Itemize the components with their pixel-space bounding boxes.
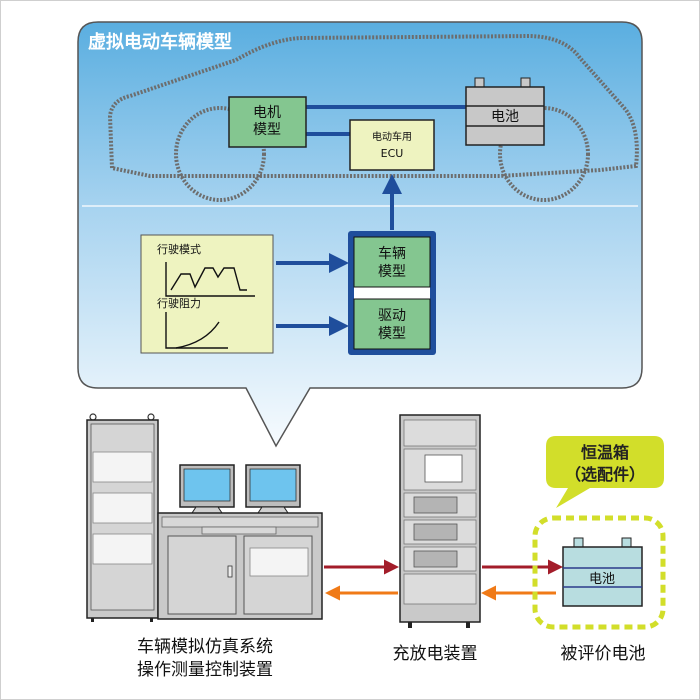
test-battery: 电池 <box>562 537 643 607</box>
monitor-right <box>245 464 301 514</box>
driving-input-block: 行驶模式 行驶阻力 <box>140 234 274 354</box>
driving-resistance-curve <box>175 321 220 349</box>
car-outline <box>107 33 639 202</box>
chamber-title: 恒温箱 <box>581 443 629 462</box>
rear-wheel <box>498 106 590 202</box>
virtual-battery-label: 电池 <box>491 109 519 125</box>
motor-model-block: 电机 模型 <box>228 96 307 148</box>
charger-rack <box>399 414 481 628</box>
panel-title: 虚拟电动车辆模型 <box>88 31 232 53</box>
driving-pattern-axes <box>165 262 255 297</box>
driving-resistance-label: 行驶阻力 <box>157 296 201 310</box>
vehicle-model-line1: 车辆 <box>378 245 406 262</box>
ecu-line2: ECU <box>381 147 404 160</box>
vehicle-model-line2: 模型 <box>378 264 406 280</box>
ecu-line1: 电动车用 <box>372 130 412 143</box>
chamber-callout: 恒温箱 （选配件） <box>546 436 664 508</box>
driving-resistance-axes <box>165 312 228 349</box>
simulator-caption-line1: 车辆模拟仿真系统 <box>137 637 273 657</box>
console-desk <box>157 512 323 620</box>
drive-model-line2: 模型 <box>378 326 406 342</box>
ecu-block: 电动车用 ECU <box>349 119 435 171</box>
simulator-rack <box>86 413 159 622</box>
driving-pattern-label: 行驶模式 <box>157 242 201 256</box>
simulator-caption-line2: 操作测量控制装置 <box>137 660 273 680</box>
chamber-boundary <box>532 515 666 630</box>
motor-model-line2: 模型 <box>253 122 281 138</box>
chamber-subtitle: （选配件） <box>565 465 645 484</box>
front-wheel <box>174 106 266 202</box>
charger-caption: 充放电装置 <box>393 644 478 664</box>
monitor-left <box>179 464 235 514</box>
virtual-battery-block: 电池 <box>465 77 545 146</box>
vehicle-drive-model-group: 车辆 模型 驱动 模型 <box>348 231 436 355</box>
battery-under-test-caption: 被评价电池 <box>561 644 646 664</box>
motor-model-line1: 电机 <box>253 105 281 121</box>
driving-pattern-curve <box>170 267 247 291</box>
drive-model-line1: 驱动 <box>378 308 406 324</box>
test-battery-label: 电池 <box>589 572 615 587</box>
